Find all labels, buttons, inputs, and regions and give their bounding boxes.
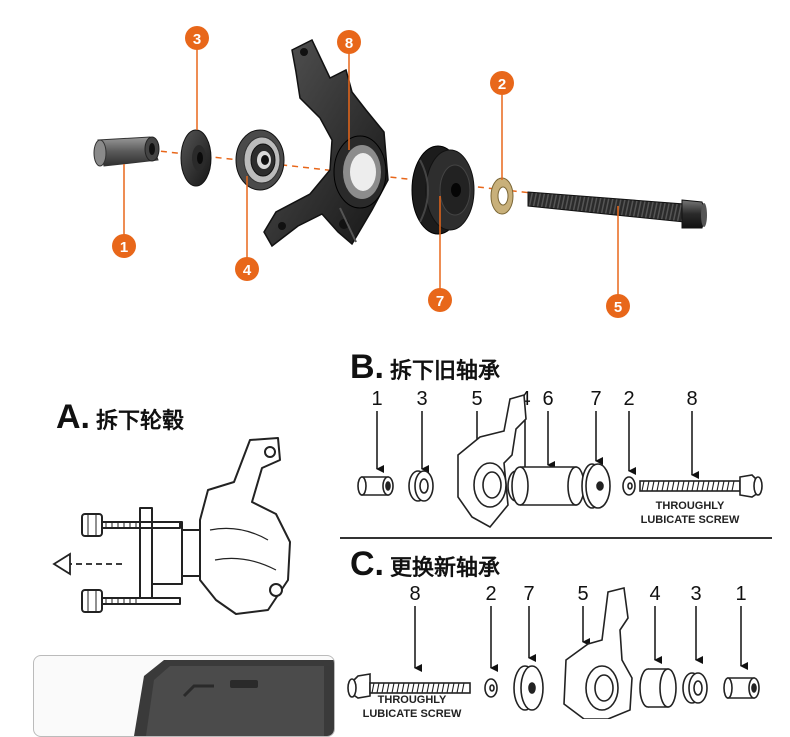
panel-b-title: B.拆下旧轴承 [350,348,500,387]
svg-text:8: 8 [345,35,353,52]
callout-badge-8: 8 [337,30,361,54]
bearing-part [235,129,285,191]
product-case-image [33,655,335,737]
callout-badge-2: 2 [490,71,514,95]
svg-text:7: 7 [436,293,444,310]
b-note-line2: LUBICATE SCREW [641,514,740,526]
b-label-1: 1 [371,388,382,410]
sleeve-part [93,136,160,167]
c-label-3: 3 [690,583,701,605]
b-label-7: 7 [590,388,601,410]
callout-badge-3: 3 [185,26,209,50]
bearing-removal-diagram: 1 3 5 4 6 7 2 8 THROUGHLY [357,388,763,529]
photo-callouts [123,48,619,296]
c-label-4: 4 [649,583,660,605]
panel-a-heading: 拆下轮毂 [96,409,185,434]
callout-badge-7: 7 [428,288,452,312]
bearing-install-diagram: 8 2 7 5 4 3 1 THROUGHLY LUBICATE SCREW [347,583,760,719]
steering-knuckle-part [263,38,389,248]
c-label-5: 5 [577,583,588,605]
callout-badge-5: 5 [606,294,630,318]
svg-text:2: 2 [498,76,506,93]
long-bolt-part [527,191,707,229]
panel-c-heading: 更换新轴承 [390,556,501,581]
puller-cup-part [411,145,475,235]
svg-text:5: 5 [614,299,622,316]
callout-badge-4: 4 [235,257,259,281]
c-label-7: 7 [523,583,534,605]
panel-c-title: C.更换新轴承 [350,545,500,584]
b-label-3: 3 [416,388,427,410]
callout-badge-1: 1 [112,234,136,258]
hub-removal-drawing [52,437,291,615]
c-label-1: 1 [735,583,746,605]
toolbox-case-icon [134,660,334,736]
c-label-2: 2 [485,583,496,605]
panel-a-letter: A. [56,398,90,436]
panel-a-title: A.拆下轮毂 [56,398,184,437]
svg-text:1: 1 [120,239,128,256]
c-label-8: 8 [409,583,420,605]
c-note-line2: LUBICATE SCREW [363,708,462,719]
svg-text:3: 3 [193,31,201,48]
washer-part [490,177,514,215]
panel-divider [340,537,772,539]
svg-text:4: 4 [243,262,252,279]
c-note-line1: THROUGHLY [378,694,447,706]
b-label-5: 5 [471,388,482,410]
b-label-8: 8 [686,388,697,410]
b-note-line1: THROUGHLY [656,500,725,512]
b-label-6: 6 [542,388,553,410]
b-label-2: 2 [623,388,634,410]
exploded-parts-photo: 3 8 2 1 4 7 5 [93,26,707,318]
panel-b-heading: 拆下旧轴承 [390,359,501,384]
panel-c-letter: C. [350,545,384,583]
panel-b-letter: B. [350,348,384,386]
pull-direction-arrow-icon [52,552,124,576]
seal-ring-part [180,129,212,187]
